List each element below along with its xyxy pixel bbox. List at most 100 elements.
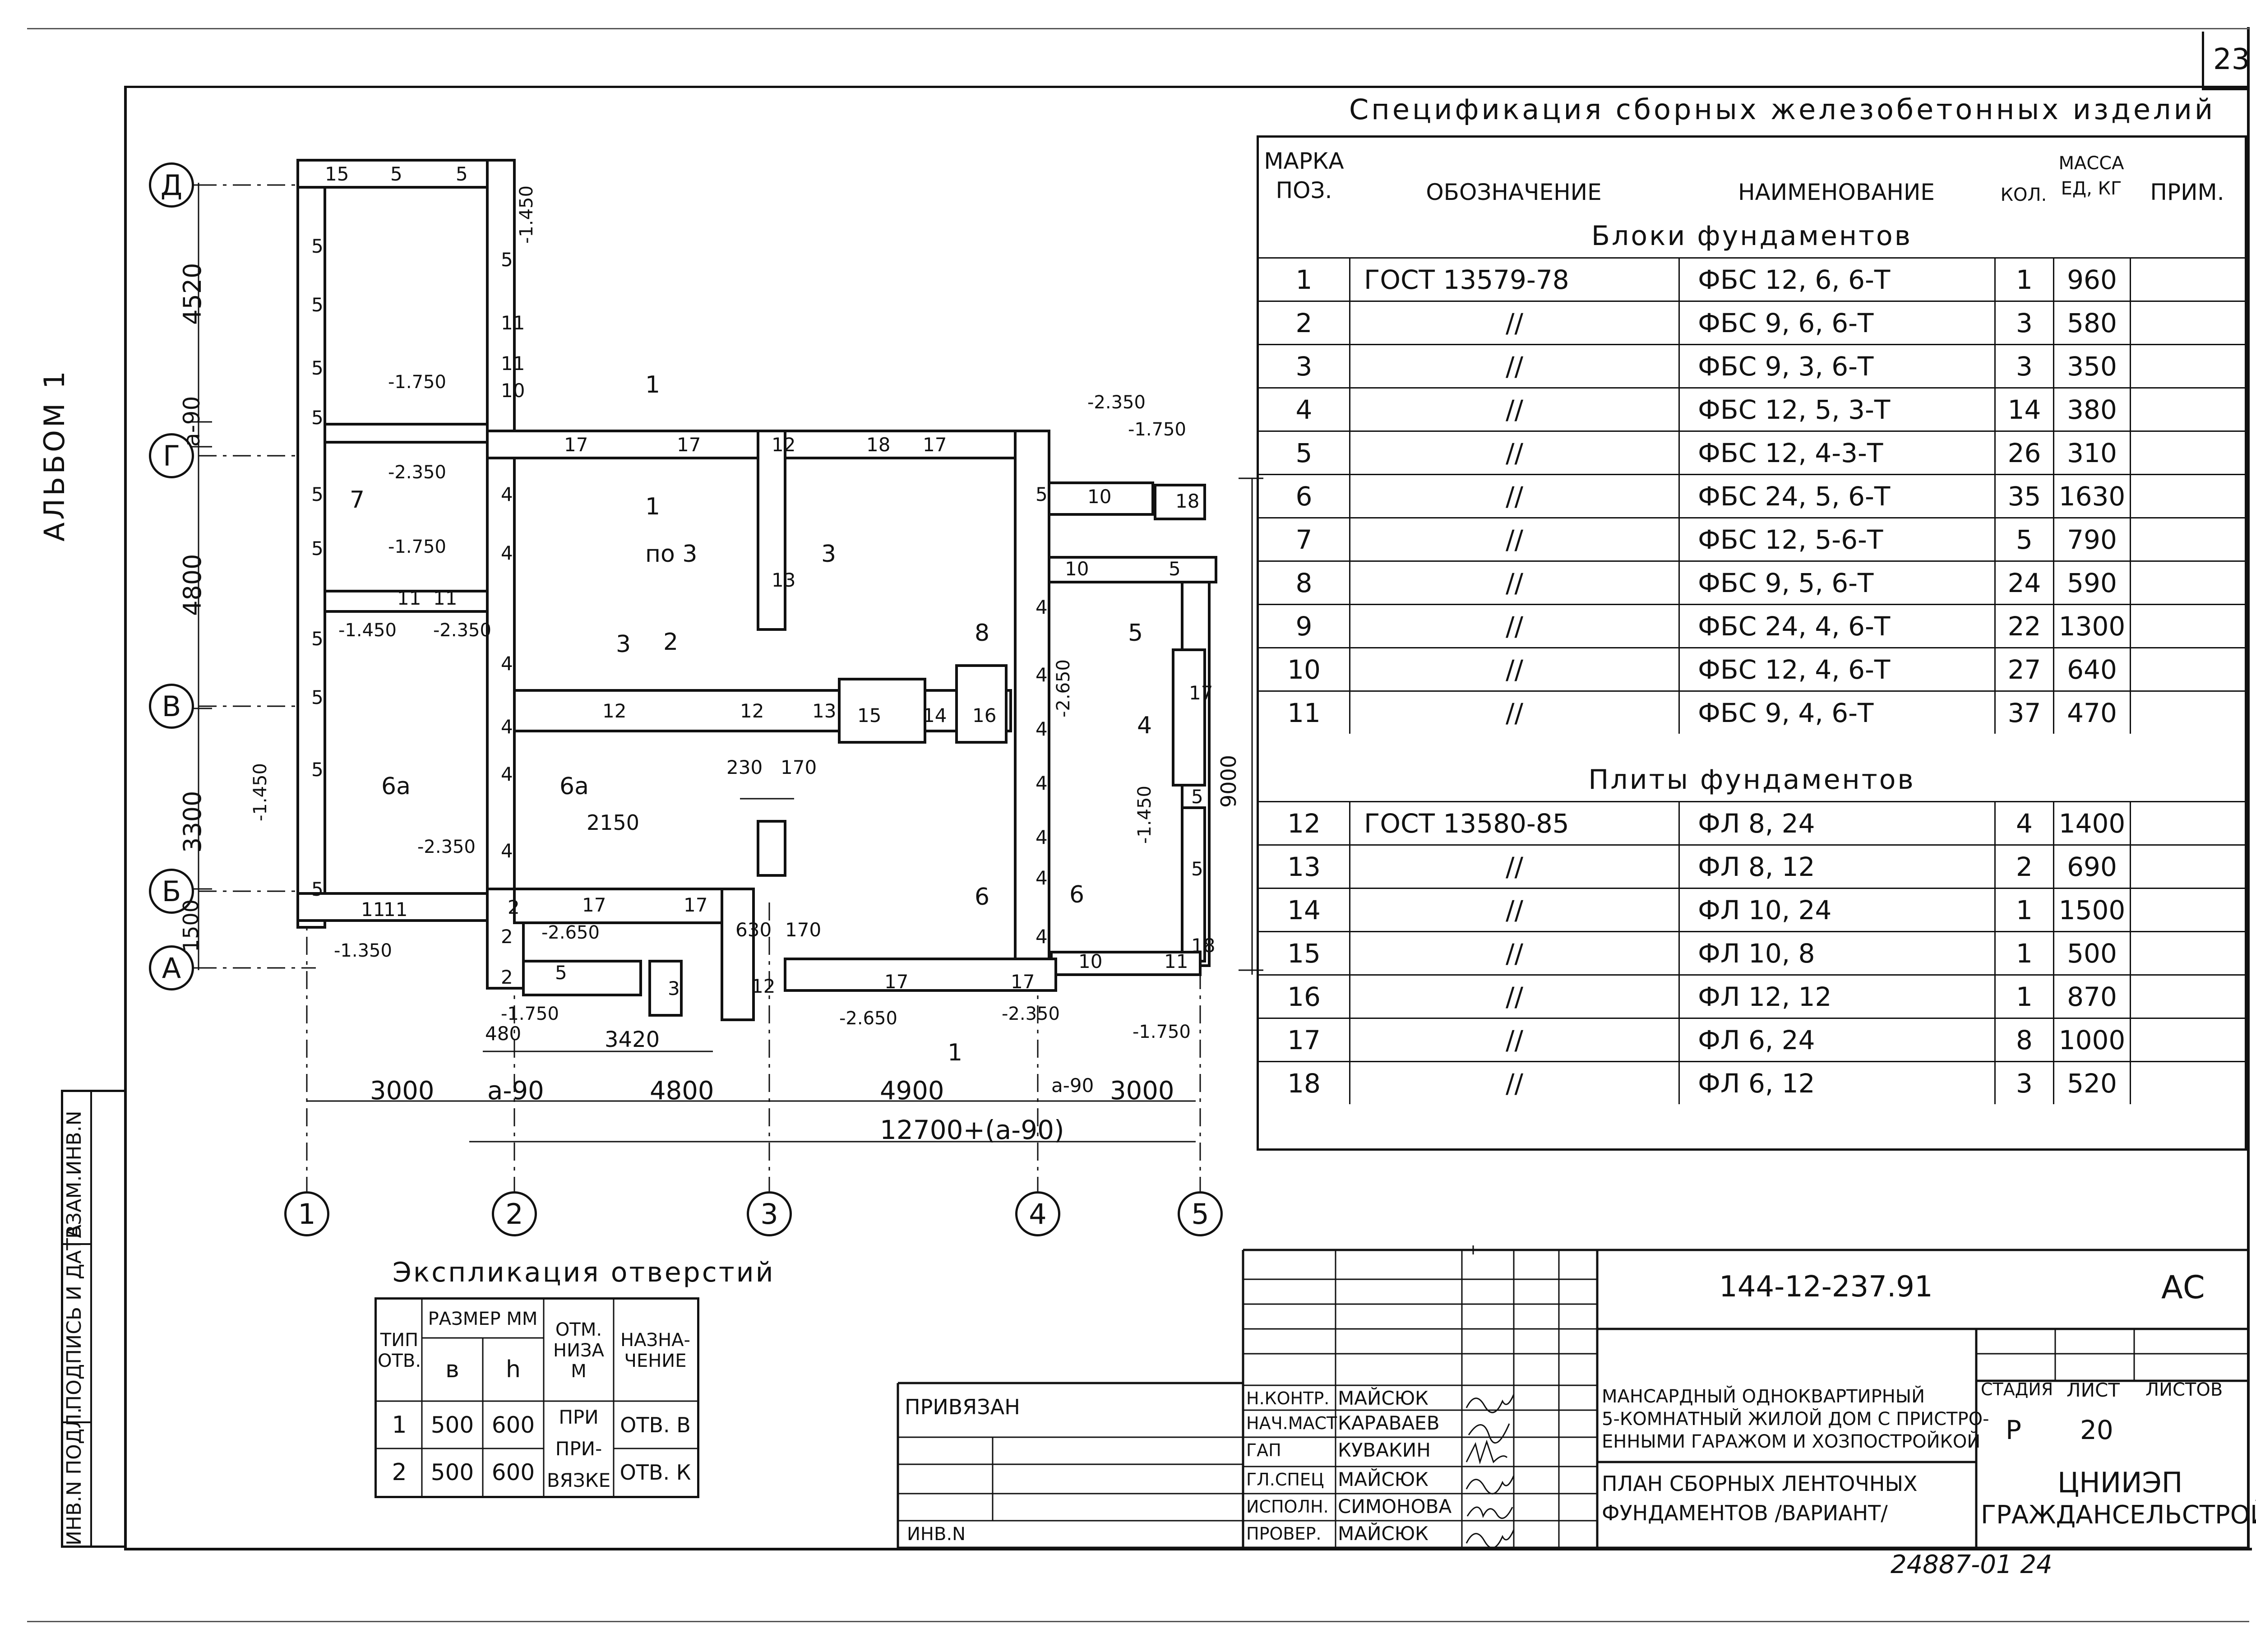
- spec-cell-qty: 26: [1994, 432, 2053, 474]
- block-mark: 5: [311, 294, 324, 316]
- block-mark: 5: [311, 686, 324, 708]
- block-mark: 14: [923, 704, 947, 727]
- spec-cell-note: [2130, 562, 2245, 604]
- block-mark: 17: [923, 434, 947, 456]
- op-r1-type: 1: [392, 1411, 407, 1439]
- spec-cell-name: ФБС 12, 6, 6-Т: [1678, 259, 1994, 301]
- stage-value: Р: [2006, 1415, 2021, 1445]
- spec-cell-designation: //: [1349, 605, 1678, 647]
- op-r1-b: 500: [430, 1411, 474, 1438]
- org-line-2: ГРАЖДАНСЕЛЬСТРОЙ: [1981, 1500, 2256, 1530]
- block-mark: 17: [1189, 682, 1213, 704]
- frame-right-line: [2247, 27, 2250, 1548]
- spec-cell-qty: 1: [1994, 976, 2053, 1018]
- spec-section-blocks: Блоки фундаментов: [1591, 220, 1913, 252]
- block-mark: 15: [325, 163, 349, 185]
- block-mark: 5: [311, 483, 324, 505]
- section-mark: 6а: [381, 773, 411, 800]
- block-mark: 4: [501, 840, 513, 862]
- spec-cell-designation: //: [1349, 389, 1678, 430]
- sheet-title-line-2: ФУНДАМЕНТОВ /ВАРИАНТ/: [1602, 1501, 1888, 1525]
- spec-cell-mass: 790: [2053, 518, 2130, 560]
- role-label: ГЛ.СПЕЦ: [1246, 1470, 1324, 1490]
- spec-cell-mass: 1300: [2053, 605, 2130, 647]
- spec-cell-designation: //: [1349, 1019, 1678, 1061]
- spec-cell-designation: ГОСТ 13580-85: [1349, 802, 1678, 844]
- spec-cell-pos: 11: [1287, 697, 1321, 728]
- block-mark: 2: [508, 896, 520, 918]
- section-mark: 2: [663, 629, 678, 656]
- role-label: ПРОВЕР.: [1246, 1524, 1322, 1544]
- block-mark: 4: [1036, 718, 1048, 740]
- level-mark: -2.650: [1053, 659, 1074, 717]
- role-person: СИМОНОВА: [1338, 1495, 1452, 1518]
- spec-cell-pos: 13: [1287, 851, 1321, 882]
- dim-sub-4: 630: [735, 919, 772, 941]
- axis-bubble-row: В: [149, 684, 194, 729]
- dim-left-4: 1500: [179, 899, 203, 952]
- role-person: МАЙСЮК: [1338, 1387, 1428, 1409]
- spec-h-mass: МАССА ЕД, КГ: [2058, 153, 2124, 199]
- block-mark: 5: [1169, 558, 1181, 580]
- spec-title: Спецификация сборных железобетонных изде…: [1349, 93, 2216, 126]
- axis-bubble-col: 5: [1178, 1191, 1223, 1236]
- spec-cell-note: [2130, 345, 2245, 387]
- role-person: КУВАКИН: [1338, 1439, 1431, 1461]
- block-mark: 18: [1191, 935, 1215, 957]
- block-mark: 5: [1191, 786, 1203, 808]
- spec-cell-qty: 5: [1994, 518, 2053, 560]
- block-mark: 11: [433, 587, 457, 609]
- section-mark: по 3: [645, 541, 697, 568]
- spec-cell-mass: 870: [2053, 976, 2130, 1018]
- spec-cell-mass: 690: [2053, 846, 2130, 888]
- spec-h-designation: ОБОЗНАЧЕНИЕ: [1426, 179, 1602, 205]
- section-mark: 1: [645, 371, 660, 398]
- section-mark: 3: [821, 541, 836, 568]
- op-h-h: h: [506, 1356, 521, 1383]
- project-line-2: 5-КОМНАТНЫЙ ЖИЛОЙ ДОМ С ПРИСТРО-: [1602, 1409, 1989, 1430]
- block-mark: 4: [1036, 867, 1048, 889]
- block-mark: 5: [1036, 483, 1048, 505]
- level-mark: -1.750: [388, 537, 446, 557]
- sheet-label: ЛИСТ: [2066, 1379, 2120, 1401]
- bound-label: ПРИВЯЗАН: [905, 1395, 1020, 1419]
- op-h-type: ТИП ОТВ.: [377, 1329, 421, 1371]
- block-mark: 3: [668, 977, 680, 1000]
- dim-bottom-2: а-90: [487, 1076, 544, 1106]
- block-mark: 4: [1036, 772, 1048, 794]
- spec-cell-qty: 37: [1994, 692, 2053, 734]
- block-mark: 5: [311, 537, 324, 560]
- block-mark: 5: [501, 249, 513, 271]
- role-label: Н.КОНТР.: [1246, 1388, 1330, 1408]
- block-mark: 16: [972, 704, 996, 727]
- level-mark: -2.350: [417, 837, 476, 857]
- spec-cell-note: [2130, 518, 2245, 560]
- op-r-level-mid: ПРИ-: [555, 1437, 602, 1460]
- spec-cell-note: [2130, 976, 2245, 1018]
- spec-table: МАРКА ПОЗ. ОБОЗНАЧЕНИЕ НАИМЕНОВАНИЕ КОЛ.…: [1257, 135, 2247, 1151]
- axis-bubble-col: 4: [1015, 1191, 1060, 1236]
- spec-cell-qty: 22: [1994, 605, 2053, 647]
- spec-cell-designation: //: [1349, 648, 1678, 690]
- op-h-size: РАЗМЕР ММ: [428, 1308, 538, 1329]
- block-mark: 12: [740, 700, 764, 722]
- sheet-title-line-1: ПЛАН СБОРНЫХ ЛЕНТОЧНЫХ: [1602, 1472, 1918, 1496]
- spec-cell-pos: 10: [1287, 654, 1321, 685]
- level-mark: -1.750: [501, 1004, 559, 1024]
- org-line-1: ЦНИИЭП: [2057, 1466, 2183, 1499]
- spec-cell-note: [2130, 692, 2245, 734]
- spec-cell-designation: //: [1349, 562, 1678, 604]
- block-mark: 11: [361, 898, 385, 921]
- block-mark: 10: [1065, 558, 1089, 580]
- dim-sub-6: 230: [726, 756, 763, 778]
- spec-cell-name: ФБС 12, 5-6-Т: [1678, 518, 1994, 560]
- block-mark: 10: [1078, 950, 1102, 972]
- spec-cell-mass: 1630: [2053, 475, 2130, 517]
- doc-mark: АС: [2161, 1269, 2205, 1306]
